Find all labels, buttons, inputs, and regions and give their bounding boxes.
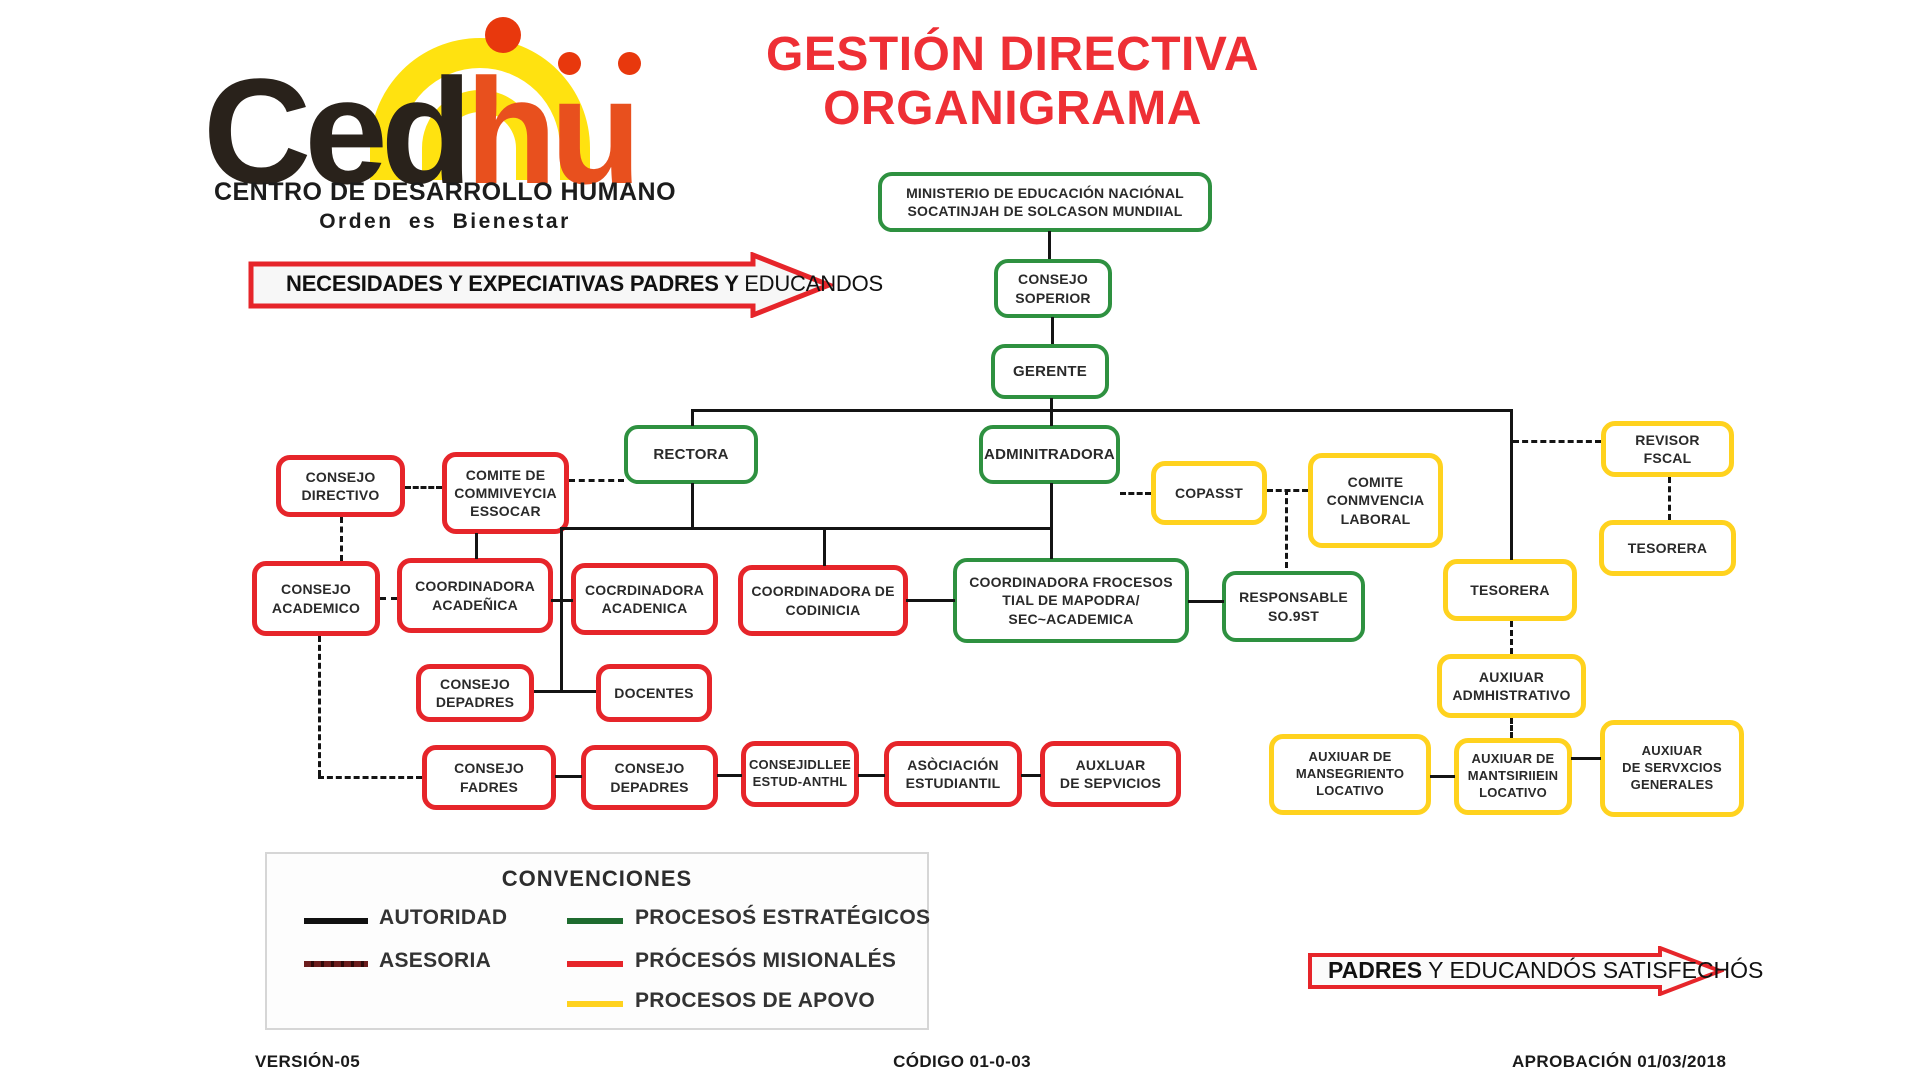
- authority-line: [1510, 409, 1513, 560]
- output-arrow-banner: PADRES Y EDUCANDÓS SATISFECHÓS: [1308, 946, 1763, 996]
- org-node-consejo-depadres-2: CONSEJO DEPADRES: [581, 745, 718, 810]
- org-node-copasst: COPASST: [1151, 461, 1267, 525]
- legend-label-estrategicos: PROCESOŚ ESTRATÉGICOS: [635, 906, 931, 929]
- org-node-comite-convivencia-escolar: COMITE DE COMMIVEYCIA ESSOCAR: [442, 452, 569, 534]
- logo-subtitle: CENTRO DE DESARROLLO HUMANO: [213, 178, 677, 206]
- advisory-line: [569, 479, 624, 482]
- org-node-adminitradora: ADMINITRADORA: [979, 425, 1120, 484]
- org-node-rectora: RECTORA: [624, 425, 758, 484]
- authority-line: [906, 599, 955, 602]
- org-node-tesorera: TESORERA: [1443, 559, 1577, 621]
- org-node-ministerio: MINISTERIO DE EDUCACIÓN NACIÓNAL SOCATIN…: [878, 172, 1212, 232]
- authority-line: [823, 527, 826, 566]
- org-node-gerente: GERENTE: [991, 344, 1109, 399]
- advisory-line: [340, 517, 343, 561]
- authority-line: [1050, 409, 1053, 426]
- org-node-auxiliar-servicios: AUXLUAR DE SEPVICIOS: [1040, 741, 1181, 807]
- advisory-line: [1510, 621, 1513, 654]
- authority-line: [1188, 600, 1224, 603]
- legend-swatch-asesoria: [304, 961, 368, 967]
- org-node-revisor-fiscal: REVISOR FSCAL: [1601, 421, 1734, 477]
- advisory-line: [1668, 477, 1671, 520]
- authority-line: [1048, 231, 1051, 259]
- footer-version: VERSIÓN-05: [255, 1052, 361, 1071]
- org-node-tesorera-externa: TESORERA: [1599, 520, 1736, 576]
- footer-code: CÓDIGO 01-0-03: [893, 1052, 1031, 1071]
- advisory-line: [405, 486, 442, 489]
- cedhu-logo: Cedhu CENTRO DE DESARROLLO HUMANO Orden …: [195, 10, 695, 245]
- input-arrow-regular: EDUCANDOS: [744, 271, 883, 296]
- page-title-line2: ORGANIGRAMA: [823, 81, 1202, 135]
- page-title: GESTIÓN DIRECTIVA ORGANIGRAMA: [740, 28, 1285, 136]
- org-node-coordinadora-academica-2: COCRDINADORA ACADENICA: [571, 563, 718, 635]
- advisory-line: [1120, 492, 1151, 495]
- org-node-responsable-sgsst: RESPONSABLE SO.9ST: [1222, 571, 1365, 642]
- advisory-line: [318, 776, 422, 779]
- authority-line: [691, 483, 694, 529]
- org-node-coordinadora-procesos: COORDINADORA FROCESOS TIAL DE MAPODRA/ S…: [953, 558, 1189, 643]
- org-node-consejo-depadres-1: CONSEJO DEPADRES: [416, 664, 534, 722]
- org-node-consejo-soperior: CONSEJO SOPERIOR: [994, 259, 1112, 318]
- org-node-consejo-fadres: CONSEJO FADRES: [422, 745, 556, 810]
- legend-swatch-apoyo: [567, 1001, 623, 1007]
- right-arrow-icon: [1308, 946, 1724, 996]
- logo-text-h: h: [465, 47, 557, 215]
- org-node-consejo-academico: CONSEJO ACADEMICO: [252, 561, 380, 636]
- org-node-aux-mantenimiento-2: AUXIUAR DE MANTSIRIIEIN LOCATIVO: [1454, 738, 1572, 815]
- right-arrow-icon: [248, 252, 833, 318]
- legend-label-asesoria: ASESORIA: [379, 949, 492, 972]
- legend-label-misionales: PRÓCESÓS MISIONALÉS: [635, 949, 897, 972]
- authority-line: [555, 775, 582, 778]
- advisory-line: [1513, 440, 1601, 443]
- footer-approval: APROBACIÓN 01/03/2018: [1512, 1052, 1727, 1071]
- advisory-line: [380, 597, 397, 600]
- legend-title: CONVENCIONES: [501, 866, 693, 891]
- org-node-coordinadora-convivencia: COORDINADORA DE CODINICIA: [738, 565, 908, 636]
- output-arrow-bold: PADRES: [1328, 957, 1423, 983]
- legend-swatch-misionales: [567, 961, 623, 967]
- authority-line: [858, 774, 885, 777]
- legend-box: CONVENCIONES AUTORIDAD ASESORIA PROCESOŚ…: [265, 852, 931, 1030]
- authority-line: [1430, 775, 1455, 778]
- authority-line: [534, 690, 596, 693]
- org-node-aux-mantenimiento-1: AUXIUAR DE MANSEGRIENTO LOCATIVO: [1269, 734, 1431, 815]
- page-title-line1: GESTIÓN DIRECTIVA: [766, 28, 1259, 81]
- authority-line: [475, 533, 478, 559]
- logo-tagline: Orden es Bienestar: [319, 210, 571, 233]
- legend-label-apoyo: PROCESOS DE APOVO: [635, 989, 876, 1012]
- authority-line: [717, 774, 742, 777]
- legend-swatch-estrategicos: [567, 918, 623, 924]
- output-arrow-text: PADRES Y EDUCANDÓS SATISFECHÓS: [1328, 957, 1763, 984]
- authority-line: [691, 409, 1513, 412]
- org-node-asociacion-estudiantil: ASÒCIACIÓN ESTUDIANTIL: [884, 741, 1022, 807]
- org-node-consejo-directivo: CONSEJO DIRECTIVO: [276, 455, 405, 517]
- org-node-docentes: DOCENTES: [596, 664, 712, 722]
- advisory-line: [318, 636, 321, 776]
- logo-text-ced: Ced: [203, 47, 472, 215]
- authority-line: [1050, 483, 1053, 559]
- authority-line: [560, 527, 1050, 530]
- input-arrow-text: NECESIDADES Y EXPECIATIVAS PADRES Y EDUC…: [286, 271, 883, 297]
- logo-text-u: u: [550, 47, 642, 215]
- authority-line: [560, 527, 563, 691]
- org-node-comite-convivencia-laboral: COMITE CONMVENCIA LABORAL: [1308, 453, 1443, 548]
- advisory-line: [1285, 489, 1288, 568]
- authority-line: [1050, 398, 1053, 410]
- logo-wordmark: Cedhu: [203, 56, 642, 206]
- output-arrow-regular: Y EDUCANDÓS SATISFECHÓS: [1422, 957, 1764, 983]
- org-node-consejo-estudiantil: CONSEJIDLLEE ESTUD-ANTHL: [741, 741, 859, 807]
- authority-line: [691, 409, 694, 426]
- input-arrow-bold: NECESIDADES Y EXPECIATIVAS PADRES Y: [286, 271, 745, 296]
- org-node-auxiliar-administrativo: AUXIUAR ADMHISTRATIVO: [1437, 654, 1586, 718]
- authority-line: [551, 599, 573, 602]
- legend-label-autoridad: AUTORIDAD: [379, 906, 508, 929]
- input-arrow-banner: NECESIDADES Y EXPECIATIVAS PADRES Y EDUC…: [248, 252, 883, 318]
- authority-line: [1571, 757, 1601, 760]
- org-node-coordinadora-academica-1: COORDINADORA ACADEÑICA: [397, 558, 553, 633]
- authority-line: [1051, 317, 1054, 344]
- legend-swatch-autoridad: [304, 918, 368, 924]
- org-node-aux-servicios-generales: AUXIUAR DE SERVXCIOS GENERALES: [1600, 720, 1744, 817]
- authority-line: [1021, 774, 1041, 777]
- advisory-line: [1510, 718, 1513, 738]
